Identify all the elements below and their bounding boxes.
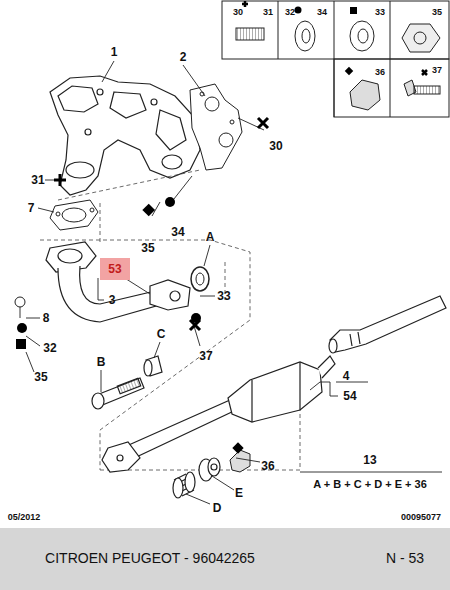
- hardware-table: [222, 1, 449, 117]
- down-pipe: [46, 242, 190, 322]
- callout-number: 37: [199, 350, 212, 362]
- exhaust-hose: [329, 296, 446, 353]
- callout-number: 05/2012: [8, 513, 41, 522]
- callout-number: 36: [375, 68, 385, 77]
- callout-number: 2: [180, 51, 187, 63]
- exhaust-manifold: [50, 76, 200, 195]
- callout-number: 35: [141, 242, 154, 254]
- spring-d: [173, 472, 195, 498]
- flange-gasket: [50, 200, 98, 230]
- callout-number: 35: [34, 371, 47, 383]
- callout-number: 1: [111, 46, 118, 58]
- callout-number: 13: [363, 454, 376, 466]
- manifold-gasket: [190, 84, 242, 170]
- cross-symbol: [242, 1, 248, 7]
- callout-number: 34: [317, 8, 327, 17]
- callout-number: 53: [108, 262, 121, 276]
- footer-text: CITROEN PEUGEOT - 96042265: [45, 551, 255, 565]
- bolt-b: [92, 378, 144, 409]
- group-outline: [40, 170, 300, 470]
- callout-number: 31: [31, 174, 44, 186]
- callout-number: 32: [43, 342, 56, 354]
- callout-number: 30: [233, 8, 243, 17]
- callout-number: 00095077: [401, 513, 441, 522]
- callout-number: 54: [343, 390, 356, 402]
- highlight-box: 53: [100, 258, 130, 280]
- callout-number: D: [213, 502, 222, 514]
- callout-number: 8: [43, 312, 50, 324]
- callout-number: B: [97, 356, 106, 368]
- callout-number: 4: [343, 370, 350, 382]
- callout-number: 31: [263, 8, 273, 17]
- callout-number: 3: [109, 294, 116, 306]
- callout-number: 33: [375, 8, 385, 17]
- footer-bar: [0, 528, 450, 590]
- catalytic-converter: [102, 356, 335, 472]
- callout-number: 36: [261, 460, 274, 472]
- callout-number: 7: [28, 202, 35, 214]
- callout-number: 34: [171, 226, 184, 238]
- cup-e: [199, 458, 220, 481]
- leader-line: [20, 61, 442, 504]
- nut-36: [230, 450, 250, 472]
- callout-number: 37: [432, 66, 442, 75]
- callout-number: A: [206, 231, 215, 243]
- callout-number: C: [157, 328, 166, 340]
- callout-number: A + B + C + D + E + 36: [313, 479, 427, 490]
- footer-text: N - 53: [386, 551, 424, 565]
- callout-number: 32: [285, 8, 295, 17]
- callout-number: 30: [269, 140, 282, 152]
- spacer-c: [144, 356, 162, 376]
- callout-number: 33: [217, 290, 230, 302]
- callout-number: E: [235, 487, 243, 499]
- callout-number: 35: [432, 8, 442, 17]
- symbol-marks: [15, 118, 268, 454]
- sealing-ring: [191, 267, 209, 291]
